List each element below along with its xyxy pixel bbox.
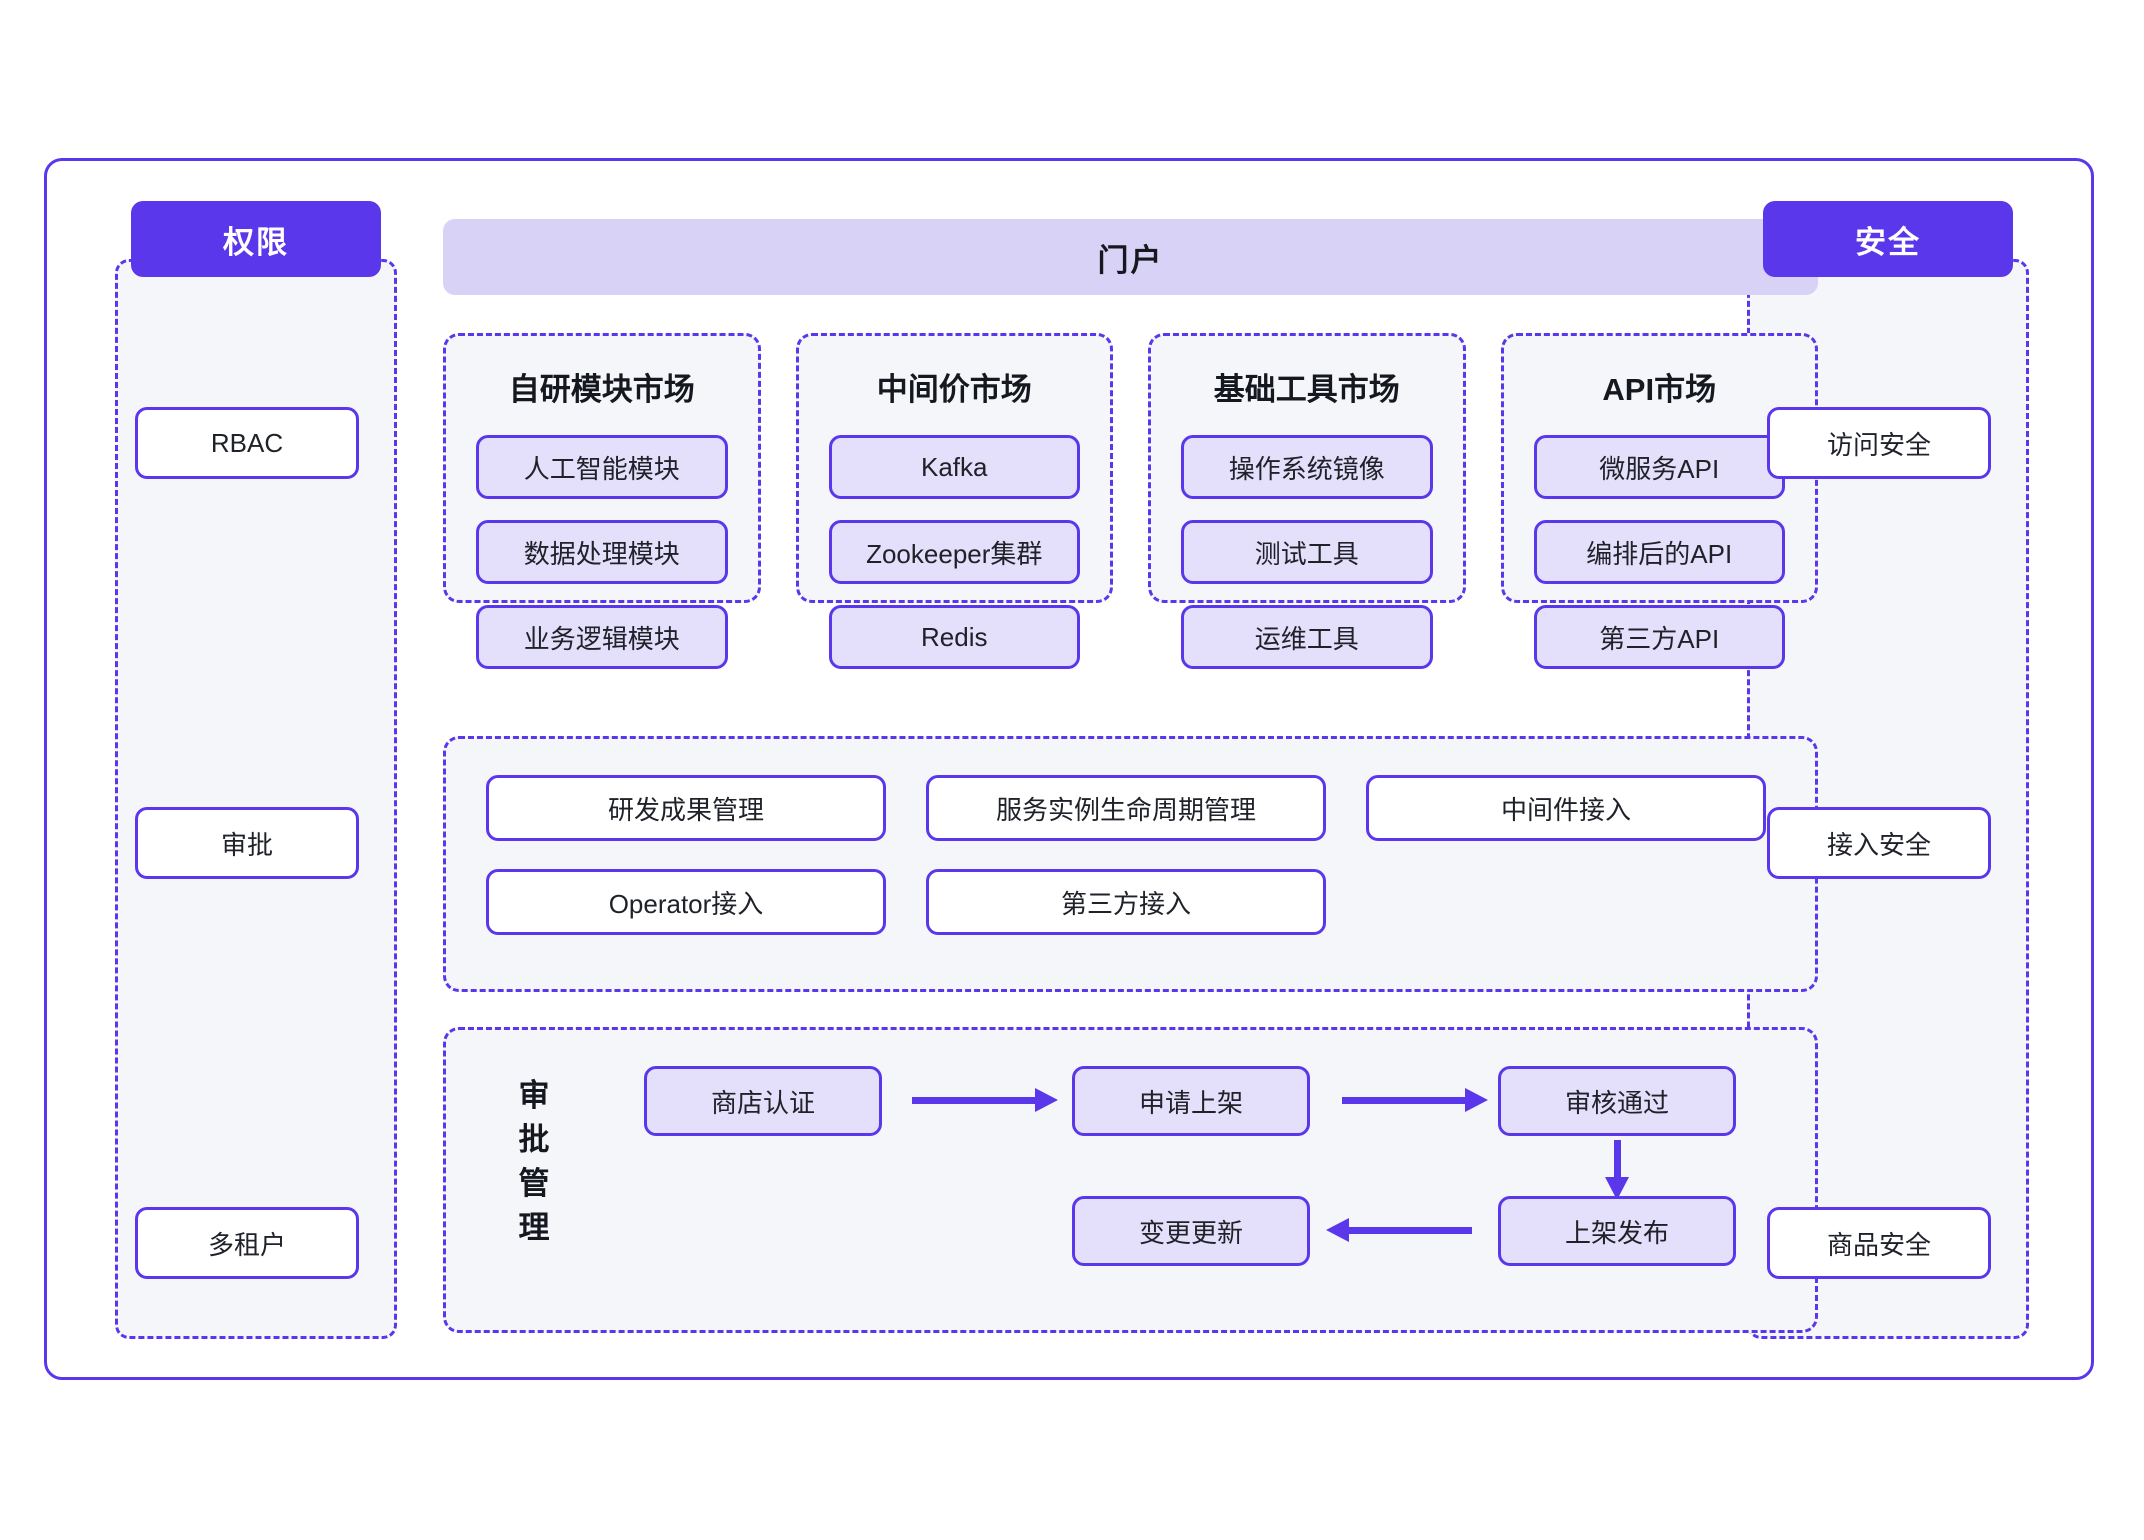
security-item-access[interactable]: 访问安全	[1767, 407, 1991, 479]
market-item-list: 微服务API 编排后的API 第三方API	[1533, 435, 1785, 669]
market-item[interactable]: Zookeeper集群	[828, 520, 1080, 584]
capabilities-row: Operator接入 第三方接入	[486, 869, 1775, 935]
market-item-list: 操作系统镜像 测试工具 运维工具	[1181, 435, 1433, 669]
market-columns: 自研模块市场 人工智能模块 数据处理模块 业务逻辑模块 中间价市场 Kafka …	[443, 333, 1818, 669]
market-column-api: API市场 微服务API 编排后的API 第三方API	[1500, 333, 1818, 669]
market-item-list: 人工智能模块 数据处理模块 业务逻辑模块	[476, 435, 728, 669]
market-title: 自研模块市场	[508, 372, 695, 407]
flow-arrow-right-icon	[1342, 1088, 1488, 1112]
capability-service-lifecycle[interactable]: 服务实例生命周期管理	[926, 775, 1326, 841]
permission-item-multitenancy[interactable]: 多租户	[135, 1207, 359, 1279]
market-column-self-developed: 自研模块市场 人工智能模块 数据处理模块 业务逻辑模块	[443, 333, 761, 669]
market-item[interactable]: 操作系统镜像	[1181, 435, 1433, 499]
flow-node-publish-listing[interactable]: 上架发布	[1498, 1196, 1736, 1266]
market-item[interactable]: Kafka	[828, 435, 1080, 499]
flow-node-change-update[interactable]: 变更更新	[1072, 1196, 1310, 1266]
market-column-base-tools: 基础工具市场 操作系统镜像 测试工具 运维工具	[1148, 333, 1466, 669]
flow-arrow-right-icon	[912, 1088, 1058, 1112]
approval-flow-section: 审批管理 商店认证 申请上架 审核通过 上架发布 变更更新	[443, 1027, 1818, 1333]
permissions-panel: 权限 RBAC 审批 多租户	[115, 201, 397, 1339]
portal-header: 门户	[443, 219, 1818, 295]
market-item-list: Kafka Zookeeper集群 Redis	[828, 435, 1080, 669]
market-item[interactable]: Redis	[828, 605, 1080, 669]
market-title: API市场	[1602, 372, 1717, 407]
permission-item-approval[interactable]: 审批	[135, 807, 359, 879]
capabilities-row: 研发成果管理 服务实例生命周期管理 中间件接入	[486, 775, 1775, 841]
market-column-middleware: 中间价市场 Kafka Zookeeper集群 Redis	[795, 333, 1113, 669]
market-item[interactable]: 数据处理模块	[476, 520, 728, 584]
security-item-ingress[interactable]: 接入安全	[1767, 807, 1991, 879]
capability-operator-access[interactable]: Operator接入	[486, 869, 886, 935]
approval-flow-label: 审批管理	[518, 1078, 550, 1246]
market-item[interactable]: 运维工具	[1181, 605, 1433, 669]
flow-node-review-passed[interactable]: 审核通过	[1498, 1066, 1736, 1136]
capability-third-party-access[interactable]: 第三方接入	[926, 869, 1326, 935]
market-item[interactable]: 业务逻辑模块	[476, 605, 728, 669]
market-item[interactable]: 微服务API	[1533, 435, 1785, 499]
security-panel-header: 安全	[1763, 201, 2013, 277]
market-title: 中间价市场	[876, 372, 1032, 407]
capabilities-section: 研发成果管理 服务实例生命周期管理 中间件接入 Operator接入 第三方接入	[443, 736, 1818, 992]
flow-node-apply-listing[interactable]: 申请上架	[1072, 1066, 1310, 1136]
flow-node-shop-certification[interactable]: 商店认证	[644, 1066, 882, 1136]
permission-item-rbac[interactable]: RBAC	[135, 407, 359, 479]
market-item[interactable]: 编排后的API	[1533, 520, 1785, 584]
flow-arrow-left-icon	[1326, 1218, 1472, 1242]
capability-middleware-access[interactable]: 中间件接入	[1366, 775, 1766, 841]
market-item[interactable]: 测试工具	[1181, 520, 1433, 584]
market-title: 基础工具市场	[1213, 372, 1400, 407]
capability-rnd-results[interactable]: 研发成果管理	[486, 775, 886, 841]
flow-arrow-down-icon	[1605, 1140, 1629, 1200]
security-item-product[interactable]: 商品安全	[1767, 1207, 1991, 1279]
market-item[interactable]: 人工智能模块	[476, 435, 728, 499]
market-item[interactable]: 第三方API	[1533, 605, 1785, 669]
architecture-diagram: 权限 RBAC 审批 多租户 安全 访问安全 接入安全 商品安全 门户 自研模块…	[44, 158, 2094, 1380]
permissions-panel-header: 权限	[131, 201, 381, 277]
